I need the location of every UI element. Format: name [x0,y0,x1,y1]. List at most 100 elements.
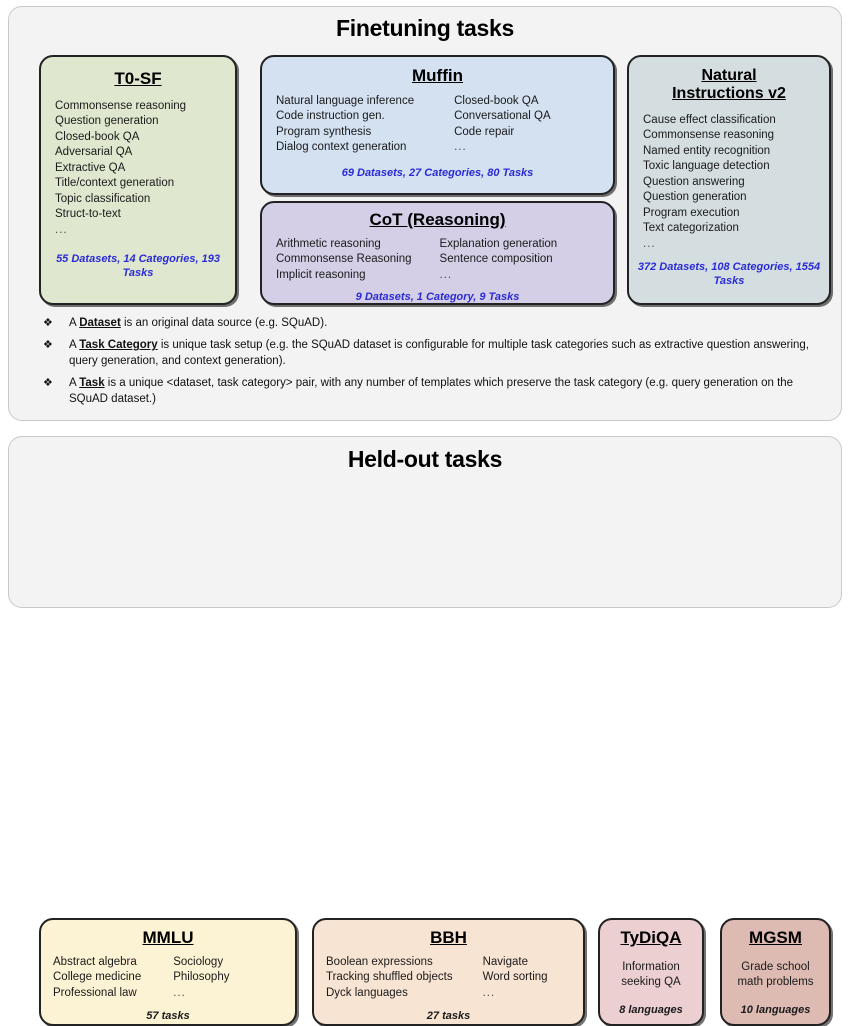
card-stats-t0sf: 55 Datasets, 14 Categories, 193 Tasks [56,253,220,280]
list-item: Commonsense Reasoning [276,253,412,266]
list-item-ellipsis: ... [482,986,496,999]
card-items-t0sf: Commonsense reasoning Question generatio… [41,99,235,239]
task-card-natural-instructions-v2[interactable]: Natural Instructions v2 Cause effect cla… [627,55,831,305]
item-column: Navigate Word sorting ... [483,955,548,1002]
card-title-mmlu: MMLU [142,928,194,947]
list-item: Toxic language detection [643,160,770,173]
list-item: Title/context generation [55,177,175,190]
definitions-legend: ❖ A Dataset is an original data source (… [39,315,829,413]
item-column: Sociology Philosophy ... [173,955,229,1002]
legend-prefix: A [69,377,80,389]
finetuning-tasks-panel: Finetuning tasks T0-SF Commonsense reaso… [8,6,842,421]
list-item: College medicine [53,971,142,984]
card-title-line1: Natural [701,67,757,84]
card-items-mmlu: Abstract algebra College medicine Profes… [41,955,295,1002]
legend-text: A Task is a unique <dataset, task catego… [69,375,829,407]
task-card-bbh[interactable]: BBH Boolean expressions Tracking shuffle… [312,918,585,1026]
item-column: Cause effect classification Commonsense … [643,113,776,253]
list-item: Commonsense reasoning [55,99,187,112]
card-title-bbh: BBH [430,928,467,947]
list-item: Named entity recognition [643,144,771,157]
legend-suffix: is a unique <dataset, task category> pai… [69,377,794,405]
task-card-mgsm[interactable]: MGSM Grade school math problems 10 langu… [720,918,831,1026]
diagram-canvas: Finetuning tasks T0-SF Commonsense reaso… [8,6,842,1026]
list-item: Boolean expressions [326,955,433,968]
task-card-cot[interactable]: CoT (Reasoning) Arithmetic reasoning Com… [260,201,615,305]
legend-prefix: A [69,339,80,351]
diamond-bullet-icon: ❖ [43,339,53,351]
item-column: Explanation generation Sentence composit… [440,237,558,284]
task-card-muffin[interactable]: Muffin Natural language inference Code i… [260,55,615,195]
list-item: Word sorting [482,971,548,984]
list-item: Professional law [53,986,137,999]
card-title-mgsm: MGSM [749,928,802,947]
card-items-muffin: Natural language inference Code instruct… [262,94,613,156]
item-column: Boolean expressions Tracking shuffled ob… [326,955,453,1002]
legend-row: ❖ A Task Category is unique task setup (… [39,337,829,369]
list-item: Topic classification [55,192,151,205]
legend-row: ❖ A Task is a unique <dataset, task cate… [39,375,829,407]
legend-term: Task [79,377,105,389]
card-title-natural-instructions-v2: Natural Instructions v2 [629,67,829,104]
card-stats-mmlu: 57 tasks [146,1010,190,1023]
list-item: Adversarial QA [55,146,133,159]
list-item: Abstract algebra [53,955,137,968]
legend-prefix: A [69,317,80,329]
card-title-cot: CoT (Reasoning) [369,210,506,229]
card-items-tydiqa: Information seeking QA [600,960,702,991]
card-title-tydiqa: TyDiQA [620,928,682,947]
diamond-bullet-icon: ❖ [43,377,53,389]
list-item: Text categorization [643,222,739,235]
list-item-ellipsis: ... [454,141,467,154]
legend-suffix: is an original data source (e.g. SQuAD). [120,317,328,329]
list-item: Commonsense reasoning [643,129,775,142]
card-title-t0sf: T0-SF [114,69,162,88]
card-title-line2: Instructions v2 [672,85,786,103]
list-item: Conversational QA [454,110,551,123]
legend-text: A Dataset is an original data source (e.… [69,315,327,331]
task-card-tydiqa[interactable]: TyDiQA Information seeking QA 8 language… [598,918,704,1026]
legend-row: ❖ A Dataset is an original data source (… [39,315,829,331]
legend-suffix: is unique task setup (e.g. the SQuAD dat… [69,339,810,367]
card-stats-tydiqa: 8 languages [619,1003,683,1016]
list-item: Sociology [173,955,224,968]
list-item: Implicit reasoning [276,268,366,281]
item-column: Abstract algebra College medicine Profes… [53,955,141,1002]
item-column: Closed-book QA Conversational QA Code re… [454,94,551,156]
list-item: Code instruction gen. [276,110,385,123]
list-item: Philosophy [173,971,230,984]
list-item: Closed-book QA [55,130,140,143]
list-item: Grade school [741,960,810,973]
card-stats-natural-instructions-v2: 372 Datasets, 108 Categories, 1554 Tasks [637,261,821,288]
task-card-t0sf[interactable]: T0-SF Commonsense reasoning Question gen… [39,55,237,305]
list-item: Explanation generation [439,237,558,250]
item-column: Information seeking QA [600,960,702,991]
list-item: Question generation [643,191,747,204]
list-item: Extractive QA [55,161,126,174]
list-item: Program synthesis [276,125,372,138]
list-item: Navigate [482,955,528,968]
card-title-muffin: Muffin [412,66,463,85]
list-item: Program execution [643,206,740,219]
card-stats-bbh: 27 tasks [426,1010,471,1023]
list-item: Sentence composition [439,253,553,266]
held-out-tasks-panel: Held-out tasks MMLU Abstract algebra Col… [8,436,842,1026]
card-items-natural-instructions-v2: Cause effect classification Commonsense … [629,113,829,253]
diamond-bullet-icon: ❖ [43,317,53,329]
item-column: Grade school math problems [722,960,829,991]
task-card-mmlu[interactable]: MMLU Abstract algebra College medicine P… [39,918,297,1026]
list-item-ellipsis: ... [643,237,656,250]
list-item: Code repair [454,125,515,138]
item-column: Natural language inference Code instruct… [276,94,414,156]
list-item-ellipsis: ... [55,223,68,236]
list-item: Tracking shuffled objects [326,971,453,984]
list-item: Information [622,960,680,973]
card-items-mgsm: Grade school math problems [722,960,829,991]
item-column: Arithmetic reasoning Commonsense Reasoni… [276,237,412,284]
list-item-ellipsis: ... [439,268,453,281]
item-column: Commonsense reasoning Question generatio… [55,99,186,239]
list-item: Cause effect classification [643,113,776,126]
list-item: Question answering [643,175,745,188]
list-item: Closed-book QA [454,94,539,107]
list-item-ellipsis: ... [173,986,186,999]
